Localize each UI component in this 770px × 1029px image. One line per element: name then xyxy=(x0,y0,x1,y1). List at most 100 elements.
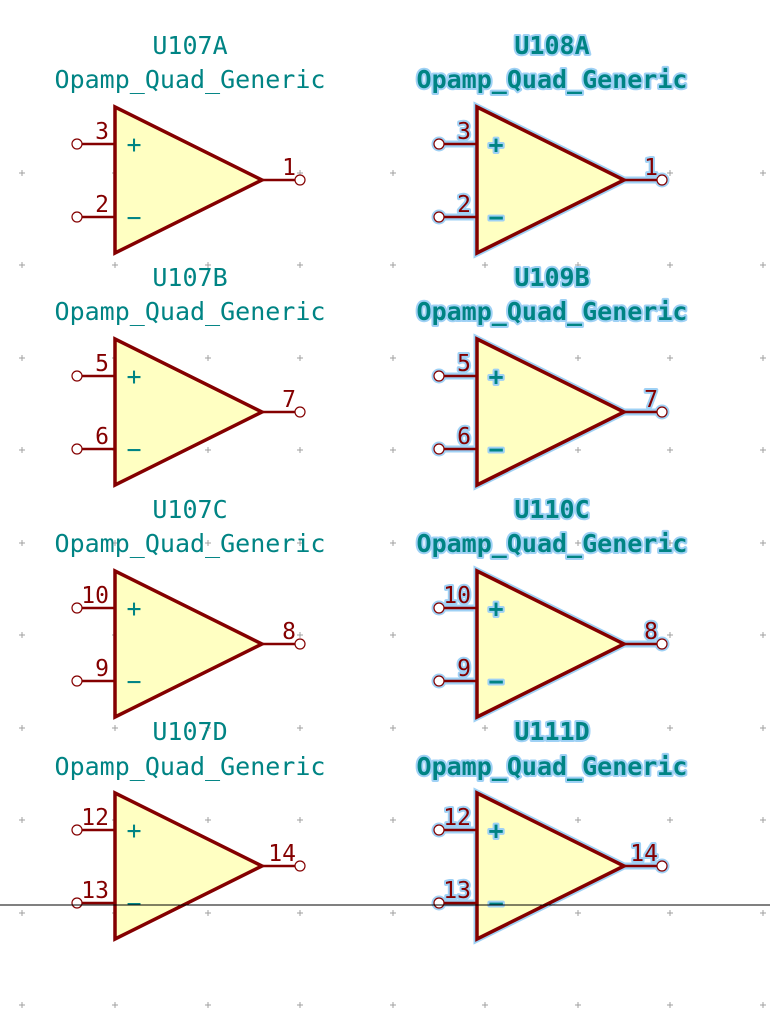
value-label[interactable]: Opamp_Quad_Generic xyxy=(55,529,326,558)
grid-point xyxy=(297,262,303,268)
pin-number-out: 8 xyxy=(644,619,658,645)
grid-point xyxy=(205,355,211,361)
grid-point xyxy=(667,632,673,638)
value-label[interactable]: Opamp_Quad_Generic xyxy=(55,752,326,781)
pin-connection-point[interactable] xyxy=(433,443,445,455)
pin-number-minus: 6 xyxy=(457,424,471,450)
value-label[interactable]: Opamp_Quad_Generic xyxy=(415,750,690,783)
grid-point xyxy=(390,447,396,453)
pin-number-plus: 5 xyxy=(95,351,109,377)
pin-connection-point[interactable] xyxy=(433,211,445,223)
pin-connection-point[interactable] xyxy=(71,443,83,455)
grid-point xyxy=(760,540,766,546)
pin-connection-point[interactable] xyxy=(71,211,83,223)
grid-point xyxy=(482,1002,488,1008)
grid-point xyxy=(667,355,673,361)
reference-label[interactable]: U107D xyxy=(152,717,227,746)
reference-label[interactable]: U107C xyxy=(152,495,227,524)
grid-point xyxy=(760,170,766,176)
pin-connection-point[interactable] xyxy=(433,138,445,150)
pin-connection-point[interactable] xyxy=(294,406,306,418)
pin-connection-point[interactable] xyxy=(294,860,306,872)
minus-sign-icon: − xyxy=(126,435,141,464)
minus-sign-icon: − xyxy=(488,667,503,696)
pin-lines xyxy=(439,142,662,219)
grid-point xyxy=(667,1002,673,1008)
pin-connection-point[interactable] xyxy=(71,370,83,382)
grid-point xyxy=(19,447,25,453)
grid-point xyxy=(575,262,581,268)
pin-number-plus: 10 xyxy=(81,583,109,609)
grid-point xyxy=(390,170,396,176)
grid-point xyxy=(667,910,673,916)
reference-label[interactable]: U107B xyxy=(152,263,227,292)
grid-point xyxy=(667,817,673,823)
pin-number-plus: 10 xyxy=(443,583,471,609)
pin-connection-point[interactable] xyxy=(294,638,306,650)
reference-label[interactable]: U109B xyxy=(512,261,591,294)
pin-lines xyxy=(439,606,662,683)
value-label[interactable]: Opamp_Quad_Generic xyxy=(55,65,326,94)
reference-label[interactable]: U110C xyxy=(512,493,591,526)
pin-connection-point[interactable] xyxy=(433,824,445,836)
pin-connection-point[interactable] xyxy=(656,406,668,418)
grid-point xyxy=(19,817,25,823)
pin-connection-point[interactable] xyxy=(433,675,445,687)
grid-point xyxy=(760,910,766,916)
pin-connection-point[interactable] xyxy=(71,824,83,836)
grid-point xyxy=(205,540,211,546)
grid-point xyxy=(205,910,211,916)
grid-point xyxy=(760,355,766,361)
pin-number-minus: 9 xyxy=(457,656,471,682)
grid-point xyxy=(297,725,303,731)
plus-sign-icon: + xyxy=(488,130,503,159)
pin-number-plus: 12 xyxy=(443,805,471,831)
opamp-body xyxy=(113,568,266,720)
value-label[interactable]: Opamp_Quad_Generic xyxy=(415,295,690,328)
pin-connection-point[interactable] xyxy=(433,370,445,382)
grid-point xyxy=(575,447,581,453)
pin-connection-point[interactable] xyxy=(71,675,83,687)
reference-label[interactable]: U108A xyxy=(512,29,591,62)
grid-point xyxy=(390,355,396,361)
reference-label[interactable]: U107A xyxy=(152,31,227,60)
pin-number-minus: 13 xyxy=(443,878,471,904)
pin-connection-point[interactable] xyxy=(71,138,83,150)
pin-number-minus: 2 xyxy=(95,192,109,218)
pin-lines xyxy=(77,828,300,905)
grid-point xyxy=(760,262,766,268)
plus-sign-icon: + xyxy=(488,816,503,845)
grid-point xyxy=(390,1002,396,1008)
pin-connection-point[interactable] xyxy=(433,602,445,614)
reference-label[interactable]: U111D xyxy=(512,715,591,748)
value-label[interactable]: Opamp_Quad_Generic xyxy=(415,63,690,96)
grid-point xyxy=(667,447,673,453)
pin-connection-point[interactable] xyxy=(71,602,83,614)
minus-sign-icon: − xyxy=(488,435,503,464)
pin-connection-point[interactable] xyxy=(294,174,306,186)
grid-point xyxy=(19,632,25,638)
pin-connection-point[interactable] xyxy=(656,638,668,650)
pin-connection-point[interactable] xyxy=(656,174,668,186)
opamp-body xyxy=(475,568,628,720)
value-label[interactable]: Opamp_Quad_Generic xyxy=(55,297,326,326)
pin-number-minus: 9 xyxy=(95,656,109,682)
grid-point xyxy=(19,540,25,546)
pin-connection-point[interactable] xyxy=(656,860,668,872)
value-label[interactable]: Opamp_Quad_Generic xyxy=(415,527,690,560)
grid-point xyxy=(760,447,766,453)
grid-point xyxy=(667,262,673,268)
grid-point xyxy=(19,262,25,268)
grid-point xyxy=(390,910,396,916)
pin-number-plus: 12 xyxy=(81,805,109,831)
grid-point xyxy=(19,170,25,176)
